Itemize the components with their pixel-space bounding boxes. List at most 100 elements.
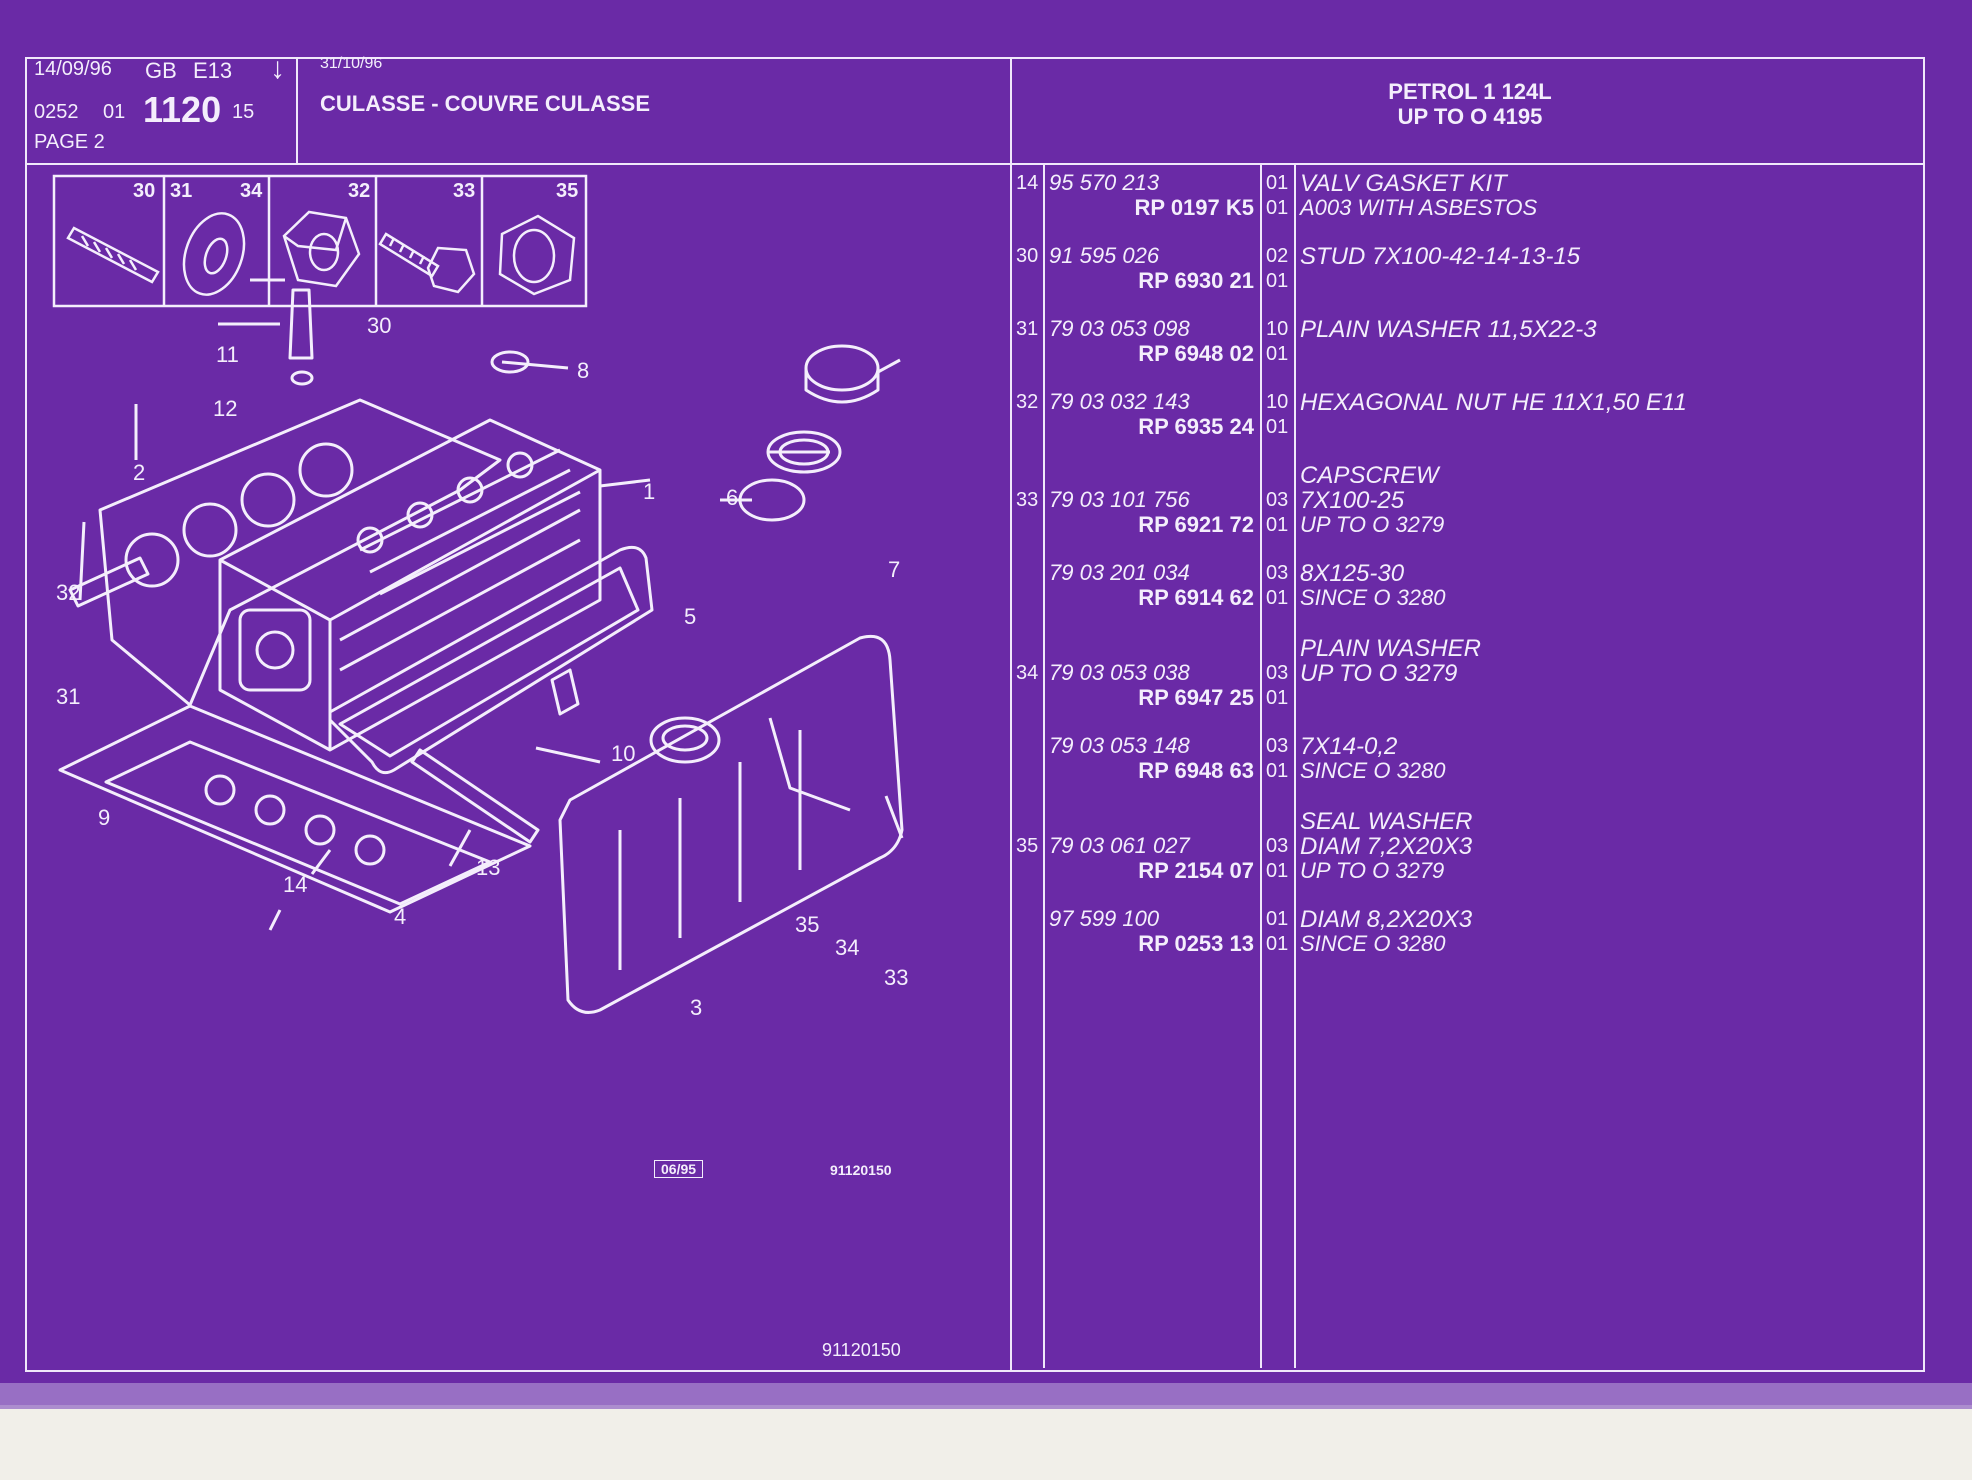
callout-2: 2 (133, 460, 146, 485)
callout-8: 8 (577, 358, 590, 383)
callout-10: 10 (611, 741, 636, 766)
header-group-number: 1120 (143, 89, 222, 130)
part-description: HEXAGONAL NUT HE 11X1,50 E11 (1300, 389, 1687, 416)
header-edition: E13 (193, 58, 233, 83)
drawing-code-bottom: 91120150 (822, 1340, 901, 1360)
part-description: UP TO O 3279 (1300, 660, 1458, 687)
icon-label-32: 32 (348, 180, 371, 202)
part-quantity-secondary: 01 (1266, 587, 1289, 609)
part-quantity-secondary: 01 (1266, 197, 1289, 219)
part-item-number: 30 (1016, 245, 1039, 267)
part-item-number: 35 (1016, 835, 1039, 857)
part-rp-code: RP 2154 07 (1138, 858, 1254, 883)
callout-11: 11 (216, 342, 239, 367)
callout-34: 34 (835, 935, 860, 960)
part-rp-code: RP 6948 63 (1138, 758, 1254, 783)
head-gasket-shape (98, 398, 502, 707)
part-quantity: 10 (1266, 391, 1289, 413)
part-description: VALV GASKET KIT (1300, 170, 1507, 197)
part-quantity: 03 (1266, 835, 1289, 857)
part-description: DIAM 8,2X20X3 (1300, 906, 1473, 933)
callout-30: 30 (367, 313, 392, 338)
part-reference-number: 79 03 053 148 (1049, 733, 1190, 758)
part-item-number: 14 (1016, 172, 1039, 194)
part-item-number: 33 (1016, 489, 1039, 511)
right-header-divider (1010, 163, 1925, 165)
part-item-number: 34 (1016, 662, 1039, 684)
part-description: 7X100-25 (1300, 487, 1405, 514)
part-rp-code: RP 6914 62 (1138, 585, 1254, 610)
icon-label-33: 33 (453, 180, 476, 202)
part-quantity: 03 (1266, 735, 1289, 757)
part-quantity: 10 (1266, 318, 1289, 340)
part-item-number: 32 (1016, 391, 1039, 413)
stud-icon (66, 226, 160, 284)
part-quantity: 02 (1266, 245, 1289, 267)
filler-cap-shape (804, 344, 901, 404)
callout-33: 33 (884, 965, 909, 990)
part-description-secondary: SINCE O 3280 (1300, 758, 1446, 783)
header-divider (25, 163, 1010, 165)
part-rp-code: RP 0197 K5 (1134, 195, 1254, 220)
long-capscrew-shape (410, 748, 540, 844)
part-quantity-secondary: 01 (1266, 860, 1289, 882)
page-title: CULASSE - COUVRE CULASSE (320, 91, 651, 116)
part-description-secondary: UP TO O 3279 (1300, 858, 1445, 883)
header-language: GB (145, 58, 177, 83)
part-reference-number: 97 599 100 (1049, 906, 1160, 931)
icon-label-35: 35 (556, 180, 579, 202)
callout-14: 14 (283, 872, 308, 897)
part-rp-code: RP 6947 25 (1138, 685, 1254, 710)
col-divider-ref (1260, 163, 1262, 1368)
callout-4: 4 (394, 904, 407, 929)
part-quantity: 03 (1266, 489, 1289, 511)
part-rp-code: RP 6921 72 (1138, 512, 1254, 537)
callout-6: 6 (726, 485, 739, 510)
part-quantity: 03 (1266, 562, 1289, 584)
down-arrow-icon: ↓ (270, 52, 285, 85)
part-quantity: 01 (1266, 908, 1289, 930)
part-description: STUD 7X100-42-14-13-15 (1300, 243, 1581, 270)
part-quantity: 01 (1266, 172, 1289, 194)
application-line-2: UP TO O 4195 (1397, 104, 1543, 129)
edition-box: 06/95 (654, 1160, 704, 1178)
part-description: 8X125-30 (1300, 560, 1405, 587)
callout-35: 35 (795, 912, 820, 937)
seal-washer-icon (498, 214, 576, 296)
part-quantity: 03 (1266, 662, 1289, 684)
callout-13: 13 (476, 855, 501, 880)
header-revision-date: 31/10/96 (320, 55, 383, 72)
page-frame (25, 57, 1925, 1372)
callout-31: 31 (56, 684, 81, 709)
part-description-secondary: SINCE O 3280 (1300, 931, 1446, 956)
part-quantity-secondary: 01 (1266, 760, 1289, 782)
part-quantity-secondary: 01 (1266, 416, 1289, 438)
col-divider-qty (1294, 163, 1296, 1368)
part-rp-code: RP 6935 24 (1138, 414, 1254, 439)
cylinder-head-shape (218, 418, 602, 752)
part-description: PLAIN WASHER 11,5X22-3 (1300, 316, 1597, 343)
part-group-heading: CAPSCREW (1300, 462, 1439, 489)
callout-5: 5 (684, 604, 697, 629)
part-reference-number: 79 03 201 034 (1049, 560, 1190, 585)
callout-3: 3 (690, 995, 703, 1020)
callout-32: 32 (56, 580, 81, 605)
exploded-view-drawing (58, 278, 904, 1014)
part-rp-code: RP 6948 02 (1138, 341, 1254, 366)
part-description-secondary: SINCE O 3280 (1300, 585, 1446, 610)
part-group-heading: SEAL WASHER (1300, 808, 1473, 835)
rocker-cover-shape (558, 634, 904, 1014)
part-group-heading: PLAIN WASHER (1300, 635, 1481, 662)
gasket-kit-shape (58, 704, 532, 914)
film-edge (0, 1383, 1972, 1409)
part-quantity-secondary: 01 (1266, 514, 1289, 536)
part-reference-number: 91 595 026 (1049, 243, 1160, 268)
drawing-code: 91120150 (830, 1162, 892, 1178)
part-item-number: 31 (1016, 318, 1039, 340)
part-quantity-secondary: 01 (1266, 270, 1289, 292)
part-description: DIAM 7,2X20X3 (1300, 833, 1473, 860)
spark-plug-shape (288, 288, 314, 360)
header-code-prefix: 0252 (34, 101, 79, 123)
part-quantity-secondary: 01 (1266, 687, 1289, 709)
hex-nut-icon (282, 210, 361, 288)
